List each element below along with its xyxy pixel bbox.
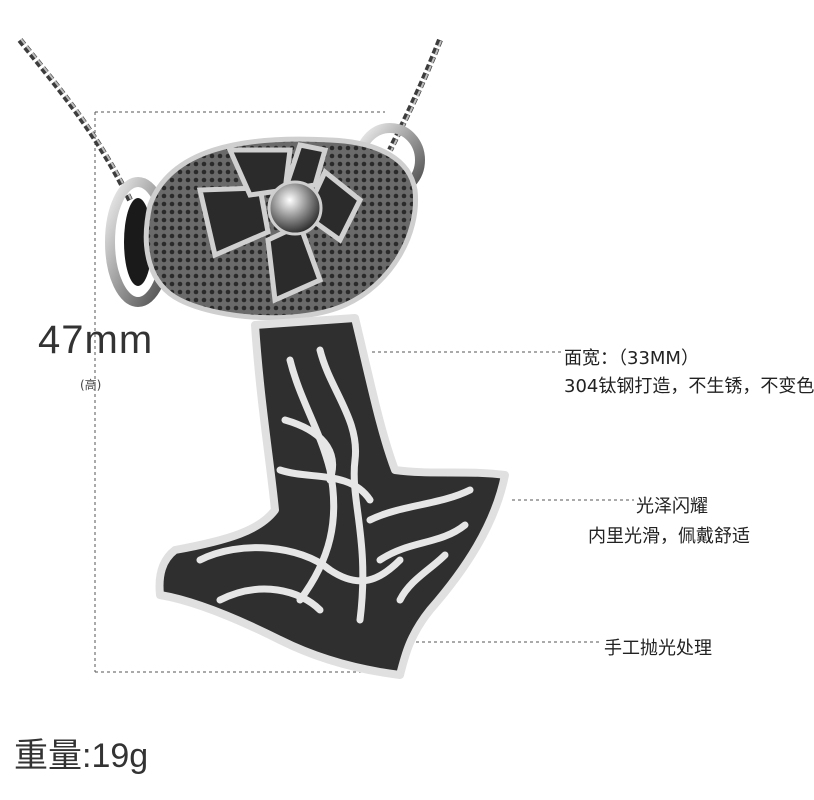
weight-label: 重量:19g (14, 737, 149, 775)
polish-callout: 手工抛光处理 (604, 638, 712, 659)
face-width-callout: 面宽：（33MM） (564, 348, 699, 369)
material-callout: 304钛钢打造，不生锈，不变色 (564, 376, 814, 397)
chain-highlight (20, 38, 442, 200)
height-dimension: 47mm (38, 318, 154, 362)
knotwork-engraving (196, 346, 474, 624)
guide-lines (94, 111, 634, 673)
chain (17, 38, 443, 202)
comfort-callout: 内里光滑，佩戴舒适 (588, 526, 750, 547)
height-dimension-note: (高) (80, 378, 102, 392)
cross-emblem (196, 142, 364, 304)
shine-callout: 光泽闪耀 (636, 496, 708, 517)
center-knob (267, 180, 323, 236)
